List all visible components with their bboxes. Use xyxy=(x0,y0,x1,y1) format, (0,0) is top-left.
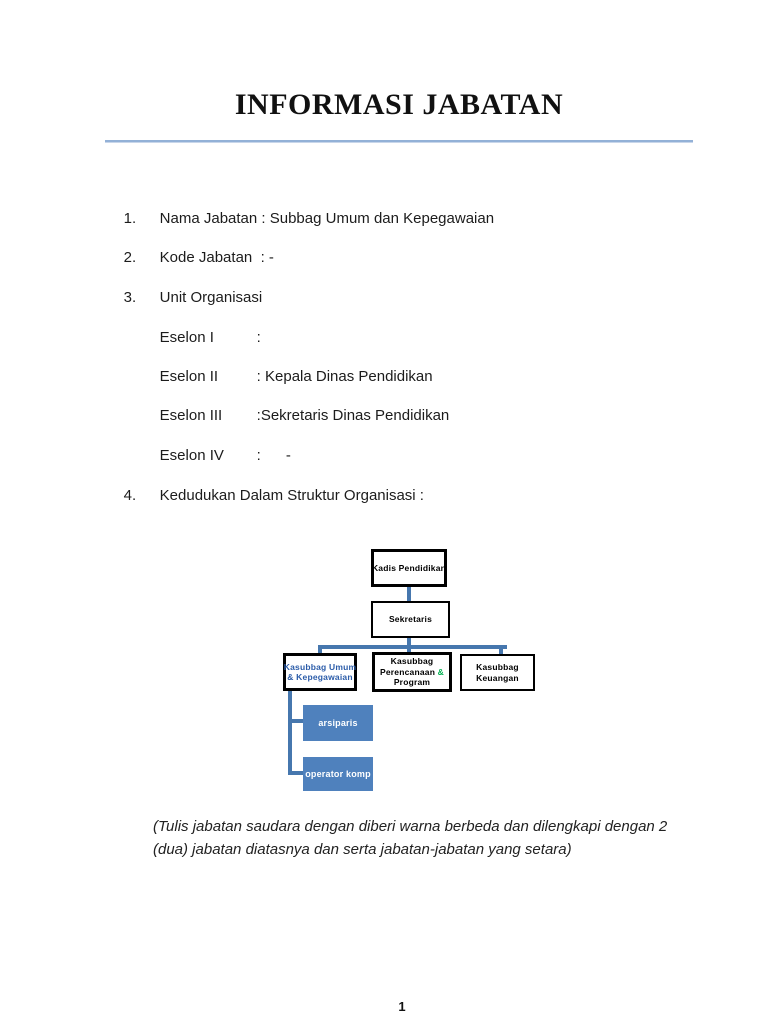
list-text: Kode Jabatan : - xyxy=(159,249,274,266)
list-number: 1. xyxy=(123,210,137,227)
org-node-sekretaris: Sekretaris xyxy=(371,601,450,638)
instruction-note-line: (dua) jabatan diatasnya dan serta jabata… xyxy=(153,841,572,858)
org-node-label-line: Perencanaan & xyxy=(380,667,444,678)
connector-stub-umum xyxy=(318,645,322,655)
list-text: Unit Organisasi xyxy=(159,289,263,306)
instruction-note-line: (Tulis jabatan saudara dengan diberi war… xyxy=(153,818,668,835)
org-node-arsiparis: arsiparis xyxy=(303,705,373,741)
list-item-nama-jabatan: 1. Nama Jabatan : Subbag Umum dan Kepegaw… xyxy=(107,193,494,244)
org-node-kasubbag-keuangan: Kasubbag Keuangan xyxy=(460,654,535,691)
eselon-row-1: Eselon I: xyxy=(143,312,261,363)
list-number: 2. xyxy=(123,249,137,266)
list-item-kode-jabatan: 2. Kode Jabatan : - xyxy=(107,232,274,283)
org-node-kadis-pendidikan: Kadis Pendidikan xyxy=(371,549,447,587)
eselon-label: Eselon I xyxy=(159,329,214,346)
org-node-kasubbag-perencanaan-program: Kasubbag Perencanaan & Program xyxy=(372,652,452,692)
org-node-operator-komp: operator komp xyxy=(303,757,373,791)
eselon-label: Eselon II xyxy=(159,368,219,385)
list-item-kedudukan: 4. Kedudukan Dalam Struktur Organisasi : xyxy=(107,470,424,521)
org-node-label: arsiparis xyxy=(318,717,358,728)
eselon-label: Eselon III xyxy=(159,407,223,424)
org-node-label-line: Kasubbag xyxy=(390,656,434,667)
org-node-ampersand: & xyxy=(437,666,445,677)
page-title: INFORMASI JABATAN xyxy=(234,88,564,121)
eselon-value: : - xyxy=(256,447,291,464)
list-text: Nama Jabatan : Subbag Umum dan Kepegawai… xyxy=(159,210,495,227)
connector-stub-operator xyxy=(288,771,305,775)
page-number: 1 xyxy=(398,999,406,1014)
connector-kadis-sekretaris xyxy=(407,587,411,603)
org-node-label-line: Keuangan xyxy=(476,672,519,683)
connector-stub-arsiparis xyxy=(288,719,305,723)
connector-stub-keuangan xyxy=(499,645,503,655)
connector-bus xyxy=(318,645,507,649)
eselon-row-3: Eselon III :Sekretaris Dinas Pendidikan xyxy=(143,390,450,441)
list-text: Kedudukan Dalam Struktur Organisasi : xyxy=(159,487,424,504)
org-node-kasubbag-umum-kepegawaian: Kasubbag Umum & Kepegawaian xyxy=(283,653,357,691)
org-node-label: Kadis Pendidikan xyxy=(371,562,447,573)
list-item-unit-organisasi: 3. Unit Organisasi xyxy=(107,272,263,323)
list-number: 4. xyxy=(123,487,137,504)
org-node-label: Sekretaris xyxy=(388,614,433,625)
eselon-value: : Kepala Dinas Pendidikan xyxy=(256,368,433,385)
org-node-label-line: & Kepegawaian xyxy=(287,672,353,682)
org-node-label-line: Kasubbag xyxy=(476,662,519,672)
connector-umum-children xyxy=(288,691,292,775)
instruction-note: (Tulis jabatan saudara dengan diberi war… xyxy=(153,815,673,861)
title-divider xyxy=(105,140,693,143)
eselon-value: : xyxy=(256,329,261,346)
eselon-label: Eselon IV xyxy=(159,447,224,464)
org-node-label-line: Program xyxy=(393,677,431,688)
list-number: 3. xyxy=(123,289,137,306)
connector-sekretaris-bus xyxy=(407,638,411,647)
eselon-value: :Sekretaris Dinas Pendidikan xyxy=(256,407,450,424)
eselon-row-2: Eselon II : Kepala Dinas Pendidikan xyxy=(143,351,433,402)
org-node-label-line: Kasubbag Umum xyxy=(283,661,357,672)
org-node-label: operator komp xyxy=(305,768,371,779)
org-node-label-segment: Perencanaan xyxy=(379,666,438,677)
eselon-row-4: Eselon IV : - xyxy=(143,430,291,481)
connector-stub-perencanaan xyxy=(407,645,411,653)
